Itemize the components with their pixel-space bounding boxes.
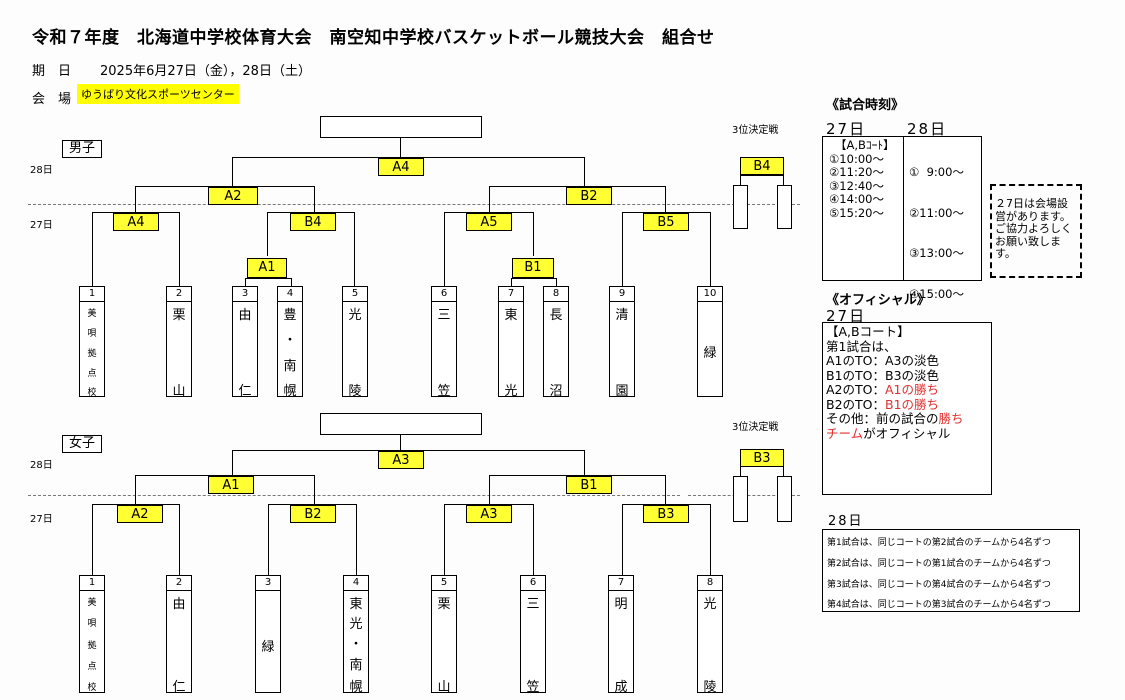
girls-game-b3-third: B3 bbox=[740, 449, 784, 467]
team-number: 5 bbox=[432, 576, 456, 591]
girls-team-3: 3 緑 bbox=[255, 575, 281, 693]
team-number: 1 bbox=[80, 576, 104, 591]
team-number: 9 bbox=[610, 287, 634, 302]
girls-team-8: 8 光 陵 bbox=[697, 575, 723, 695]
team-number: 5 bbox=[343, 287, 367, 302]
girls-day-divider bbox=[28, 495, 680, 496]
girls-game-a1: A1 bbox=[208, 476, 254, 494]
boys-day-divider bbox=[28, 204, 800, 205]
setup-note: ２7日は会場設 営があります。 ご協力よろしく お願い致しま す。 bbox=[990, 184, 1082, 278]
boys-team-9: 9 清 園 bbox=[609, 286, 635, 399]
boys-third-place-label: 3位決定戦 bbox=[732, 125, 779, 136]
team-number: 7 bbox=[499, 287, 523, 302]
boys-game-a2: A2 bbox=[208, 187, 258, 205]
boys-team-4: 4 豊 ・ 南 幌 bbox=[277, 286, 303, 399]
boys-label: 男子 bbox=[62, 140, 103, 158]
boys-game-b2: B2 bbox=[566, 187, 612, 205]
team-number: 8 bbox=[698, 576, 722, 591]
girls-game-a3: A3 bbox=[466, 505, 512, 523]
boys-team-1: 1 美 唄 拠 点 校 bbox=[79, 286, 105, 398]
date-label: 期 日 bbox=[32, 64, 72, 79]
venue-value: ゆうばり文化スポーツセンター bbox=[77, 84, 239, 104]
team-number: 3 bbox=[256, 576, 280, 591]
girls-team-6: 6 三 笠 bbox=[520, 575, 546, 695]
girls-champion-box bbox=[320, 413, 482, 435]
schedule-col-28: ① 9:00〜 ②11:00〜 ③13:00〜 ④15:00〜 bbox=[909, 165, 964, 301]
team-number: 7 bbox=[609, 576, 633, 591]
schedule-heading: 《試合時刻》 bbox=[826, 98, 905, 113]
team-number: 10 bbox=[698, 287, 722, 302]
team-number: 3 bbox=[233, 287, 257, 302]
girls-label: 女子 bbox=[62, 435, 103, 453]
schedule-col-27: 【A,Bｺｰﾄ】 ①10:00〜 ②11:20〜 ③12:40〜 ④14:00〜… bbox=[829, 138, 895, 220]
boys-team-6: 6 三 笠 bbox=[431, 286, 457, 399]
boys-team-8: 8 長 沼 bbox=[543, 286, 569, 399]
date-value: 2025年6月27日（金），28日（土） bbox=[100, 64, 311, 79]
boys-team-2: 2 栗 山 bbox=[166, 286, 192, 399]
team-number: 4 bbox=[278, 287, 302, 302]
venue-label: 会 場 bbox=[32, 92, 72, 107]
girls-day27: 27日 bbox=[30, 514, 53, 525]
official-heading: 《オフィシャル》 bbox=[826, 293, 930, 308]
girls-third-slot-1 bbox=[733, 476, 748, 522]
boys-third-slot-1 bbox=[733, 185, 748, 229]
schedule-day28: 28日 bbox=[907, 120, 948, 138]
boys-game-b4: B4 bbox=[290, 213, 336, 231]
boys-day28: 28日 bbox=[30, 165, 53, 176]
boys-game-a5: A5 bbox=[466, 213, 512, 231]
team-number: 6 bbox=[432, 287, 456, 302]
schedule-day27: 27日 bbox=[826, 120, 867, 138]
boys-day27: 27日 bbox=[30, 220, 53, 231]
day28-rules-heading: 28日 bbox=[828, 514, 864, 529]
boys-game-a4-final: A4 bbox=[378, 158, 424, 176]
team-number: 1 bbox=[80, 287, 104, 302]
girls-game-b3: B3 bbox=[643, 505, 689, 523]
boys-game-b4-third: B4 bbox=[740, 157, 784, 175]
girls-team-4: 4 東 光 ・ 南 幌 bbox=[343, 575, 369, 695]
team-number: 2 bbox=[167, 576, 191, 591]
boys-team-10: 10 緑 bbox=[697, 286, 723, 397]
team-number: 2 bbox=[167, 287, 191, 302]
girls-game-a2: A2 bbox=[117, 505, 163, 523]
boys-team-7: 7 東 光 bbox=[498, 286, 524, 399]
girls-game-b2: B2 bbox=[290, 505, 336, 523]
girls-team-7: 7 明 成 bbox=[608, 575, 634, 695]
girls-team-1: 1 美 唄 拠 点 校 bbox=[79, 575, 105, 693]
boys-game-b5: B5 bbox=[643, 213, 689, 231]
team-number: 8 bbox=[544, 287, 568, 302]
boys-game-a1: A1 bbox=[247, 258, 287, 278]
official-box: 【A,Bコート】 第1試合は、 A1のTO：A3の淡色 B1のTO：B3の淡色 … bbox=[822, 322, 992, 495]
boys-game-b1: B1 bbox=[512, 258, 554, 278]
team-number: 6 bbox=[521, 576, 545, 591]
team-number: 4 bbox=[344, 576, 368, 591]
girls-day28: 28日 bbox=[30, 460, 53, 471]
page-title: 令和７年度 北海道中学校体育大会 南空知中学校バスケットボール競技大会 組合せ bbox=[32, 28, 715, 48]
girls-third-place-label: 3位決定戦 bbox=[732, 422, 779, 433]
girls-game-a3-final: A3 bbox=[378, 451, 424, 469]
girls-third-slot-2 bbox=[777, 476, 792, 522]
girls-team-2: 2 由 仁 bbox=[166, 575, 192, 695]
boys-champion-box bbox=[320, 116, 482, 138]
schedule-table: 【A,Bｺｰﾄ】 ①10:00〜 ②11:20〜 ③12:40〜 ④14:00〜… bbox=[822, 136, 982, 300]
girls-game-b1: B1 bbox=[566, 476, 612, 494]
girls-team-5: 5 栗 山 bbox=[431, 575, 457, 695]
day28-rules-box: 第1試合は、同じコートの第2試合のチームから4名ずつ 第2試合は、同じコートの第… bbox=[822, 529, 1080, 612]
boys-team-3: 3 由 仁 bbox=[232, 286, 258, 399]
official-day27: 27日 bbox=[826, 307, 867, 325]
boys-third-slot-2 bbox=[777, 185, 792, 229]
boys-game-a4: A4 bbox=[113, 213, 159, 231]
boys-team-5: 5 光 陵 bbox=[342, 286, 368, 399]
